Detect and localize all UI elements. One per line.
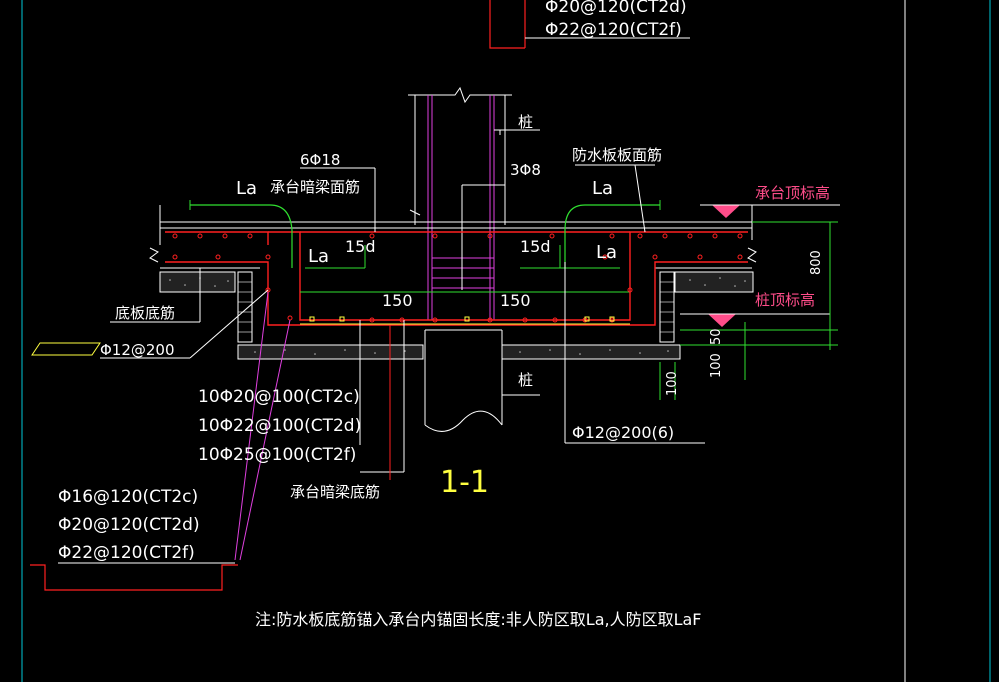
slab-top-bar-left [165, 231, 269, 245]
slab-sketch [31, 342, 101, 356]
brick-wall-left [237, 271, 253, 343]
blinding-right [674, 271, 754, 293]
top-rebar-line1: Φ20@120(CT2d) [545, 0, 687, 17]
pile-label-top: 桩 [518, 113, 533, 131]
la-hook-right [564, 204, 660, 268]
beam-bottom-desc: 承台暗梁底筋 [290, 483, 380, 501]
slab-bottom-label: 底板底筋 [115, 304, 175, 322]
phi12-200: Φ12@200 [100, 341, 175, 359]
bars-ct2f: 10Φ25@100(CT2f) [198, 445, 356, 465]
la-right-top: La [592, 178, 613, 199]
pile-label-bottom: 桩 [518, 371, 533, 389]
la-hook-left [190, 204, 293, 268]
lower-ct2f: Φ22@120(CT2f) [58, 543, 195, 563]
cushion-right [501, 344, 681, 360]
lower-callout-box [30, 564, 238, 591]
waterproof-top: 防水板板面筋 [572, 146, 662, 164]
brick-wall-right [659, 271, 675, 343]
cap-top-elev-label: 承台顶标高 [755, 184, 830, 202]
cushion-left [237, 344, 424, 360]
bars-ct2d: 10Φ22@100(CT2d) [198, 416, 361, 436]
beam-top-bars: 6Φ18 [300, 151, 340, 169]
stirrup-label: 3Φ8 [510, 161, 541, 179]
cap-bottom-bar [165, 261, 748, 326]
anchorage-note: 注:防水板底筋锚入承台内锚固长度:非人防区取La,人防区取LaF [255, 610, 702, 629]
leader-bottom-bars [234, 291, 269, 561]
dim-50: 50 [709, 328, 724, 345]
lower-ct2c: Φ16@120(CT2c) [58, 487, 198, 507]
dim-800: 800 [809, 250, 824, 275]
top-callout-leader [489, 0, 525, 49]
la-left-inner: La [308, 246, 329, 267]
dim150-right: 150 [500, 291, 531, 310]
beam-top-desc: 承台暗梁面筋 [270, 178, 360, 196]
pile-top-elev-label: 桩顶标高 [755, 291, 815, 309]
d15-right: 15d [520, 237, 551, 256]
blinding-left [159, 271, 236, 293]
la-left-top: La [236, 178, 257, 199]
dim-100-right: 100 [709, 353, 724, 378]
pile-break [424, 410, 503, 432]
la-right-inner: La [596, 242, 617, 263]
dim-100-bottom: 100 [665, 371, 680, 396]
break-line [408, 86, 512, 104]
phi12-200-6: Φ12@200(6) [572, 423, 674, 442]
pile-top-elev-marker [708, 314, 736, 327]
lower-ct2d: Φ20@120(CT2d) [58, 515, 200, 535]
top-rebar-line2: Φ22@120(CT2f) [545, 20, 682, 40]
cap-top-elev-marker [712, 205, 740, 218]
section-mark: 1-1 [440, 465, 489, 500]
d15-left: 15d [345, 237, 376, 256]
dim150-left: 150 [382, 291, 413, 310]
bars-ct2c: 10Φ20@100(CT2c) [198, 387, 360, 407]
